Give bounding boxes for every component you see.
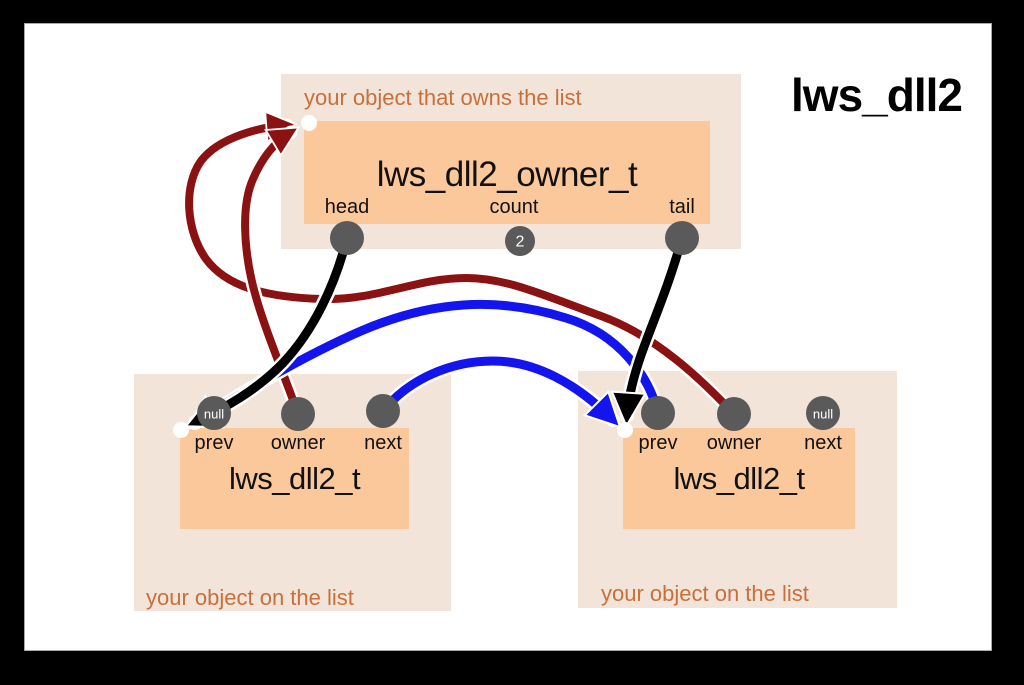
left-field-prev-label: prev [194,432,234,454]
right-box-caption: your object on the list [601,581,809,606]
left-box-caption: your object on the list [146,585,354,610]
left-struct-box [180,428,409,529]
owner-box-caption: your object that owns the list [304,85,582,110]
owner-struct-name: lws_dll2_owner_t [376,155,638,194]
right-struct-name: lws_dll2_t [673,461,805,496]
diagram-canvas: lws_dll2 your object that owns the list … [24,23,992,651]
left-field-owner-label: owner [270,432,326,454]
right-field-prev-label: prev [638,432,678,454]
left-field-next-label: next [364,432,402,454]
left-struct-name: lws_dll2_t [228,461,361,496]
owner-field-tail-label: tail [669,196,695,218]
right-struct-box [623,428,855,529]
right-field-owner-label: owner [706,432,762,454]
right-field-next-label: next [804,432,842,454]
owner-field-head-label: head [324,196,370,218]
page-title: lws_dll2 [791,69,963,121]
owner-field-count-label: count [489,196,539,218]
